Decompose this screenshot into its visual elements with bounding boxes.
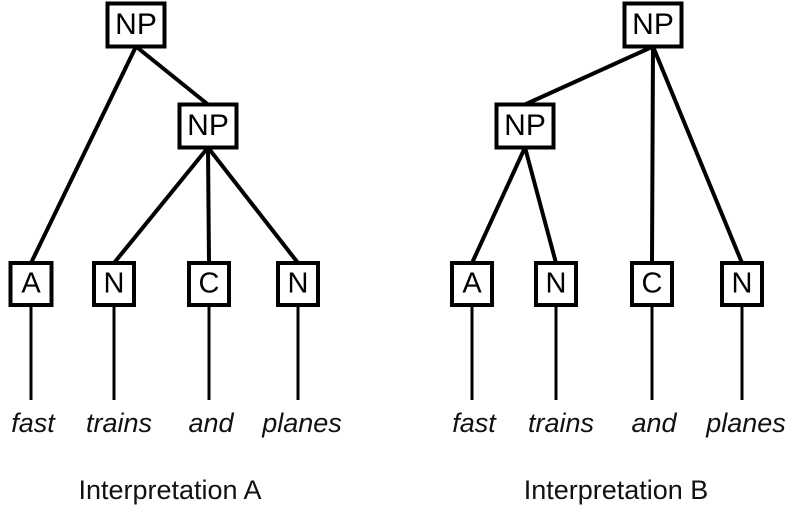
node-box <box>105 1 167 49</box>
tree-edge <box>470 146 527 264</box>
tree-node-c[interactable]: C <box>187 261 231 307</box>
tree-b-nodes: NP NP A N C N <box>450 1 764 307</box>
tree-node-np[interactable]: NP <box>494 102 556 150</box>
terminal-word: fast <box>452 408 497 438</box>
node-label: NP <box>115 8 157 41</box>
terminal-word: planes <box>261 408 342 438</box>
node-box <box>720 261 764 307</box>
node-label: N <box>732 268 753 300</box>
terminal-word: trains <box>86 408 152 438</box>
node-label: A <box>462 268 482 300</box>
node-box <box>8 261 54 307</box>
tree-b-edges <box>470 44 744 264</box>
node-box <box>494 102 556 150</box>
tree-edge <box>524 44 654 107</box>
node-label: N <box>546 268 567 300</box>
node-box <box>534 261 578 307</box>
tree-caption: Interpretation A <box>78 475 261 505</box>
node-box <box>177 102 239 150</box>
terminal-word: and <box>188 408 234 438</box>
tree-edge <box>206 146 300 265</box>
node-label: NP <box>632 8 674 41</box>
tree-edge <box>650 46 655 264</box>
tree-edge <box>112 146 210 265</box>
terminal-word: trains <box>528 408 594 438</box>
node-box <box>92 261 136 307</box>
node-label: C <box>199 268 220 300</box>
node-label: C <box>642 268 663 300</box>
terminal-word: planes <box>705 408 786 438</box>
tree-node-np[interactable]: NP <box>622 1 684 49</box>
tree-node-n[interactable]: N <box>720 261 764 307</box>
tree-node-np[interactable]: NP <box>177 102 239 150</box>
tree-edge <box>651 45 744 264</box>
tree-edge <box>29 45 138 264</box>
tree-a-stems <box>29 305 300 400</box>
node-label: N <box>104 268 125 300</box>
tree-node-np[interactable]: NP <box>105 1 167 49</box>
tree-b-words: fast trains and planes <box>452 408 786 438</box>
node-box <box>187 261 231 307</box>
terminal-word: fast <box>11 408 56 438</box>
node-box <box>622 1 684 49</box>
tree-b-stems <box>470 305 744 400</box>
terminal-word: and <box>631 408 677 438</box>
tree-node-a[interactable]: A <box>450 261 494 307</box>
tree-edge <box>523 146 558 264</box>
tree-node-n[interactable]: N <box>92 261 136 307</box>
node-label: NP <box>187 109 229 142</box>
tree-a-edges <box>29 44 300 265</box>
tree-node-n[interactable]: N <box>534 261 578 307</box>
tree-a-words: fast trains and planes <box>11 408 342 438</box>
node-label: NP <box>504 109 546 142</box>
tree-caption: Interpretation B <box>524 475 709 505</box>
tree-edge <box>134 44 210 107</box>
node-box <box>276 261 320 307</box>
node-label: N <box>288 268 309 300</box>
node-box <box>630 261 674 307</box>
tree-edge <box>206 147 211 264</box>
node-box <box>450 261 494 307</box>
tree-node-c[interactable]: C <box>630 261 674 307</box>
tree-a-nodes: NP NP A N C N <box>8 1 320 307</box>
tree-node-a[interactable]: A <box>8 261 54 307</box>
node-label: A <box>21 268 41 300</box>
tree-node-n[interactable]: N <box>276 261 320 307</box>
